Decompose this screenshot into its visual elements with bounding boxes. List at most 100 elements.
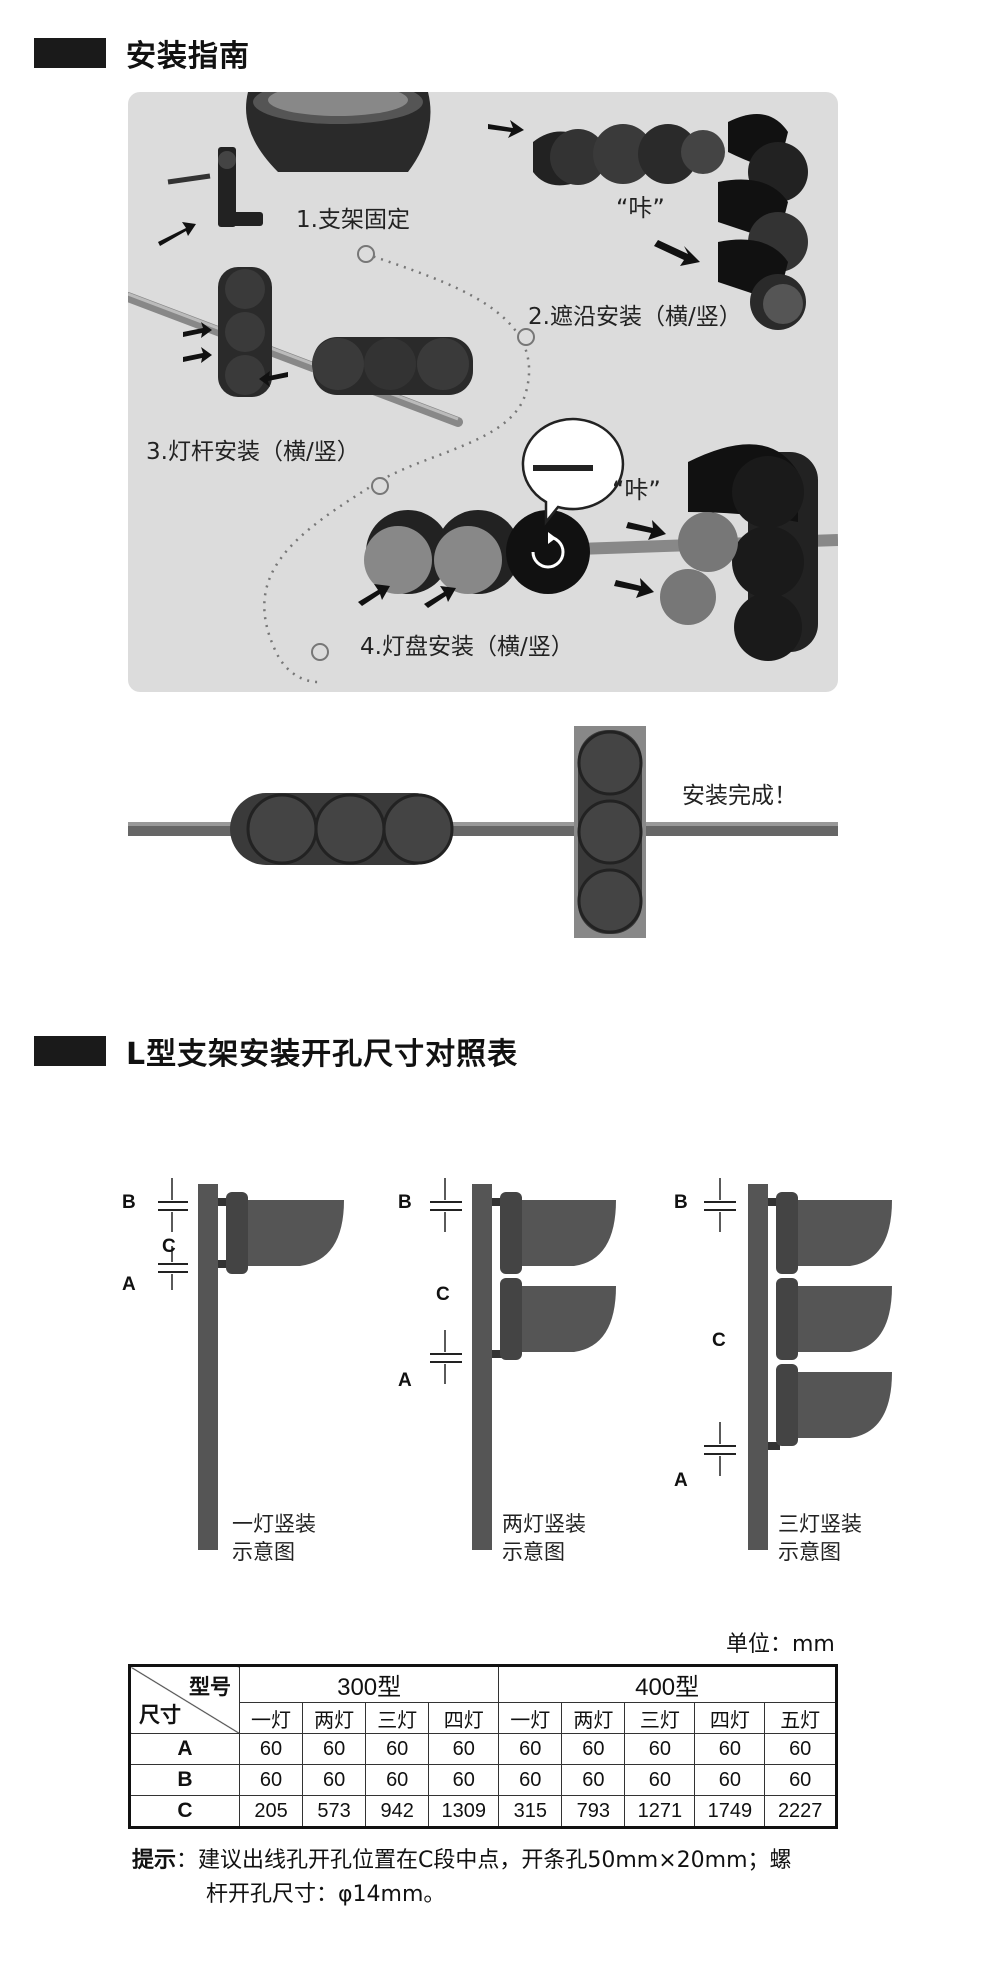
step2-label: 2.遮沿安装（横/竖）	[528, 304, 742, 330]
table-cell: 315	[498, 1795, 563, 1828]
dim-label-a: A	[398, 1370, 412, 1391]
table-header-row: 型号 尺寸 300型 400型	[129, 1665, 837, 1734]
completed-illustration	[128, 726, 838, 938]
table-cell: 573	[302, 1795, 367, 1828]
dim-label-a: A	[122, 1274, 136, 1295]
table-cell: 60	[624, 1733, 696, 1765]
section-title-hole-size-table: L型支架安装开孔尺寸对照表	[34, 1034, 518, 1072]
click-sound-label-2: “咔”	[612, 476, 661, 504]
table-cell: 1271	[624, 1795, 696, 1828]
diagram-caption-2: 两灯竖装 示意图	[502, 1510, 586, 1566]
tip-note: 提示：建议出线孔开孔位置在C段中点，开条孔50mm×20mm；螺 杆开孔尺寸：φ…	[132, 1844, 842, 1912]
subheader-cell: 四灯	[428, 1702, 500, 1734]
corner-bottom-label: 尺寸	[139, 1704, 181, 1727]
subheader-cell: 一灯	[238, 1702, 304, 1734]
table-cell: 793	[561, 1795, 626, 1828]
diagram-two-lights	[430, 1178, 616, 1550]
table-cell: 60	[238, 1733, 304, 1765]
step3-label: 3.灯杆安装（横/竖）	[146, 439, 360, 465]
table-cell: 60	[302, 1764, 367, 1796]
table-cell: 1309	[428, 1795, 500, 1828]
dotted-path	[263, 252, 531, 684]
row-label: B	[129, 1764, 240, 1796]
title-bar-decoration	[34, 1036, 106, 1066]
table-cell: 60	[498, 1764, 563, 1796]
subheader-cell: 三灯	[624, 1702, 696, 1734]
diagram-one-light	[158, 1178, 344, 1550]
step1-label: 1.支架固定	[296, 207, 410, 233]
subheader-cell: 一灯	[498, 1702, 563, 1734]
install-guide-panel: 1.支架固定 2.遮沿安装（横/竖） 3.灯杆安装（横/竖） 4.灯盘安装（横/…	[128, 92, 838, 692]
pole-mount-illustration	[128, 267, 473, 427]
table-subheader-row: 一灯 两灯 三灯 四灯 一灯 两灯 三灯 四灯 五灯	[130, 1702, 837, 1734]
path-node-4	[311, 643, 329, 661]
diagram-caption-1: 一灯竖装 示意图	[232, 1510, 316, 1566]
caption-line: 示意图	[778, 1540, 841, 1564]
dim-label-b: B	[674, 1192, 688, 1213]
dim-label-c: C	[712, 1330, 726, 1351]
dim-label-c: C	[162, 1236, 176, 1257]
subheader-cell: 四灯	[694, 1702, 766, 1734]
subheader-cell: 两灯	[561, 1702, 626, 1734]
table-row: C 205 573 942 1309 315 793 1271 1749 222…	[129, 1795, 837, 1828]
bracket-illustration	[158, 92, 431, 246]
diagram-three-lights	[704, 1178, 892, 1550]
dim-label-b: B	[122, 1192, 136, 1213]
caption-line: 一灯竖装	[232, 1512, 316, 1536]
table-cell: 942	[365, 1795, 430, 1828]
table-cell: 1749	[694, 1795, 766, 1828]
table-cell: 60	[624, 1764, 696, 1796]
table-cell: 60	[238, 1764, 304, 1796]
unit-label: 单位：mm	[726, 1632, 835, 1657]
visor-illustration	[488, 114, 808, 330]
section-title-install-guide: 安装指南	[34, 36, 250, 74]
table-cell: 2227	[764, 1795, 837, 1828]
tip-line-1: ：建议出线孔开孔位置在C段中点，开条孔50mm×20mm；螺	[176, 1848, 792, 1873]
title-bar-decoration	[34, 38, 106, 68]
bracket-diagrams	[158, 1178, 892, 1550]
subheader-cell: 三灯	[365, 1702, 430, 1734]
completed-label: 安装完成！	[682, 783, 797, 809]
table-cell: 60	[561, 1733, 626, 1765]
caption-line: 示意图	[502, 1540, 565, 1564]
dim-label-a: A	[674, 1470, 688, 1491]
header-model-400: 400型	[498, 1665, 837, 1703]
table-cell: 60	[428, 1764, 500, 1796]
header-model-300: 300型	[238, 1665, 500, 1703]
table-cell: 60	[694, 1733, 766, 1765]
table-cell: 60	[764, 1733, 837, 1765]
section-title-text: L型支架安装开孔尺寸对照表	[126, 1037, 519, 1072]
tip-line-2: 杆开孔尺寸：φ14mm。	[206, 1882, 446, 1907]
diagram-caption-3: 三灯竖装 示意图	[778, 1510, 862, 1566]
table-cell: 60	[302, 1733, 367, 1765]
table-cell: 205	[238, 1795, 304, 1828]
corner-top-label: 型号	[189, 1676, 231, 1699]
table-cell: 60	[764, 1764, 837, 1796]
dim-label-b: B	[398, 1192, 412, 1213]
caption-line: 两灯竖装	[502, 1512, 586, 1536]
step4-label: 4.灯盘安装（横/竖）	[360, 634, 574, 660]
subheader-cell: 五灯	[764, 1702, 837, 1734]
path-node-1	[357, 245, 375, 263]
table-row: B 60 60 60 60 60 60 60 60 60	[129, 1764, 837, 1796]
light-plate-illustration	[358, 417, 838, 661]
install-illustration	[128, 92, 838, 684]
table-cell: 60	[365, 1733, 430, 1765]
table-cell: 60	[365, 1764, 430, 1796]
table-row: A 60 60 60 60 60 60 60 60 60	[129, 1733, 837, 1765]
subheader-cell: 两灯	[302, 1702, 367, 1734]
hole-size-table: 型号 尺寸 300型 400型 一灯 两灯 三灯 四灯 一灯 两灯 三灯 四灯 …	[128, 1664, 838, 1829]
path-node-3	[371, 477, 389, 495]
table-cell: 60	[561, 1764, 626, 1796]
tip-key: 提示	[132, 1848, 177, 1873]
corner-cell: 型号 尺寸	[129, 1665, 240, 1734]
table-cell: 60	[694, 1764, 766, 1796]
dim-label-c: C	[436, 1284, 450, 1305]
table-cell: 60	[428, 1733, 500, 1765]
row-label: A	[129, 1733, 240, 1765]
section-title-text: 安装指南	[126, 39, 250, 74]
caption-line: 示意图	[232, 1540, 295, 1564]
click-sound-label-1: “咔”	[616, 194, 665, 222]
path-node-2	[517, 328, 535, 346]
caption-line: 三灯竖装	[778, 1512, 862, 1536]
